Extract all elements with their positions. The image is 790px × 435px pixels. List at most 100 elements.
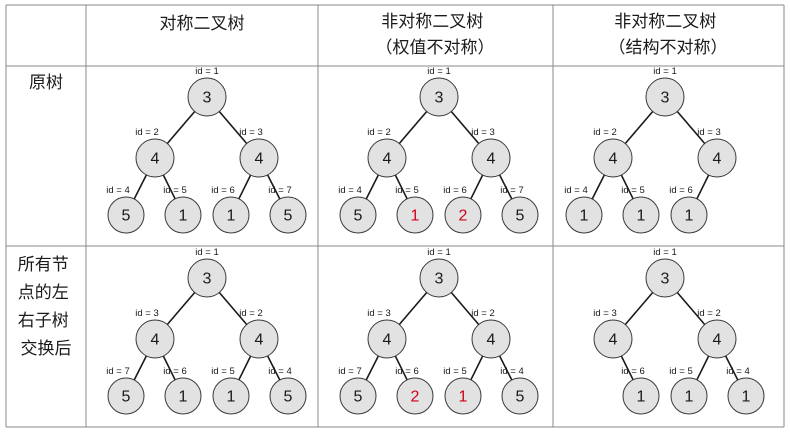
tree-edge	[166, 110, 196, 145]
node-value: 2	[459, 208, 468, 225]
tree-edge	[724, 355, 739, 381]
node-value: 4	[487, 151, 496, 168]
row-label-line: 交换后	[21, 339, 72, 359]
tree-edge	[450, 110, 480, 145]
tree-edge	[696, 355, 710, 381]
tree-edge	[162, 174, 176, 200]
tree-node: 4id = 2	[367, 127, 407, 178]
node-value: 3	[661, 271, 670, 288]
tree-node: 5id = 4	[500, 366, 539, 415]
node-circle	[670, 196, 708, 234]
node-value: 3	[203, 271, 212, 288]
node-id-label: id = 2	[593, 127, 617, 138]
tree-edge	[266, 174, 281, 200]
tree-node: 4id = 3	[135, 308, 175, 359]
node-id-label: id = 1	[427, 66, 451, 77]
header-line: 对称二叉树	[160, 14, 245, 34]
node-circle	[622, 377, 660, 415]
tree-edge	[365, 355, 380, 381]
tree-node: 2id = 6	[443, 185, 482, 234]
tree-node: 1id = 6	[211, 185, 250, 234]
node-value: 5	[354, 389, 363, 406]
node-id-label: id = 7	[106, 366, 130, 377]
node-circle	[471, 319, 511, 359]
node-id-label: id = 2	[135, 127, 159, 138]
node-circle	[367, 319, 407, 359]
tree-node: 5id = 4	[106, 185, 145, 234]
node-value: 1	[685, 208, 694, 225]
tree-node: 5id = 4	[268, 366, 307, 415]
node-value: 1	[179, 208, 188, 225]
node-circle	[670, 377, 708, 415]
node-circle	[107, 196, 145, 234]
node-circle	[645, 258, 685, 298]
node-circle	[471, 138, 511, 178]
tree-node: 1id = 4	[564, 185, 603, 234]
row-label-swapped: 所有节 点的左 右子树 交换后	[18, 255, 74, 359]
node-circle	[697, 138, 737, 178]
node-circle	[565, 196, 603, 234]
node-id-label: id = 4	[726, 366, 750, 377]
node-circle	[501, 196, 539, 234]
node-id-label: id = 3	[239, 127, 263, 138]
node-circle	[212, 377, 250, 415]
header-asymmetric-structure: 非对称二叉树 （结构不对称）	[609, 12, 728, 58]
row-label-line: 右子树	[18, 311, 69, 331]
tree-node: 1id = 4	[726, 366, 765, 415]
node-circle	[593, 319, 633, 359]
node-circle	[697, 319, 737, 359]
node-value: 4	[383, 151, 392, 168]
node-value: 4	[151, 151, 160, 168]
node-id-label: id = 5	[163, 185, 187, 196]
tree-edge	[676, 110, 706, 145]
node-value: 4	[151, 332, 160, 349]
tree-node: 5 id = 4	[338, 185, 377, 234]
node-circle	[187, 258, 227, 298]
node-value: 4	[383, 332, 392, 349]
node-circle	[501, 377, 539, 415]
header-asymmetric-weight: 非对称二叉树 （权值不对称）	[376, 12, 495, 58]
node-circle	[135, 138, 175, 178]
header-line: 非对称二叉树	[381, 12, 483, 32]
tree-node: 3id = 1	[187, 66, 227, 117]
node-circle	[396, 196, 434, 234]
node-value: 1	[637, 208, 646, 225]
node-id-label: id = 3	[593, 308, 617, 319]
node-value: 4	[713, 332, 722, 349]
node-id-label: id = 7	[500, 185, 524, 196]
node-circle	[645, 77, 685, 117]
tree-edge	[166, 291, 196, 326]
node-value: 4	[255, 332, 264, 349]
tree-edge	[450, 291, 480, 326]
node-id-label: id = 2	[471, 308, 495, 319]
row-label-line: 点的左	[18, 283, 69, 303]
node-id-label: id = 6	[395, 366, 419, 377]
node-value: 3	[661, 90, 670, 107]
node-circle	[444, 196, 482, 234]
tree-edge	[591, 174, 606, 200]
node-value: 2	[411, 389, 420, 406]
tree-edge	[676, 291, 706, 326]
node-circle	[212, 196, 250, 234]
table-grid	[5, 4, 785, 428]
node-id-label: id = 4	[338, 185, 362, 196]
node-id-label: id = 2	[239, 308, 263, 319]
node-value: 5	[284, 208, 293, 225]
node-value: 4	[487, 332, 496, 349]
header-line: （权值不对称）	[376, 38, 495, 58]
tree-edge	[133, 174, 148, 200]
tree-node: 4id = 3	[697, 127, 737, 178]
node-circle	[339, 377, 377, 415]
node-circle	[239, 138, 279, 178]
node-value: 1	[411, 208, 420, 225]
tree-node: 5id = 7	[500, 185, 539, 234]
node-value: 5	[354, 208, 363, 225]
node-circle	[135, 319, 175, 359]
node-id-label: id = 6	[669, 185, 693, 196]
node-circle	[444, 377, 482, 415]
node-id-label: id = 5	[443, 366, 467, 377]
node-circle	[419, 258, 459, 298]
node-value: 1	[685, 389, 694, 406]
